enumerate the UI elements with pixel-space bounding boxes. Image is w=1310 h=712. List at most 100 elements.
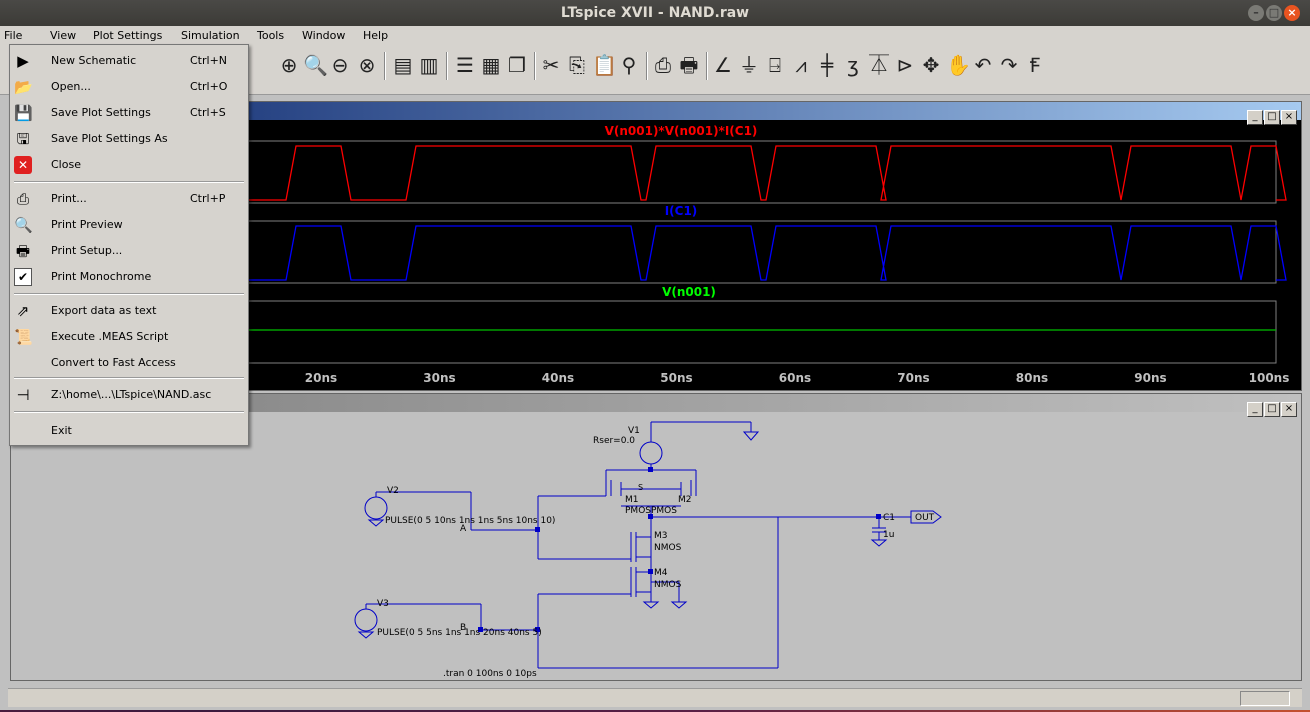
- restore-icon[interactable]: □: [1264, 402, 1280, 417]
- close-icon[interactable]: ×: [1281, 402, 1297, 417]
- node-a-label[interactable]: A: [460, 524, 467, 534]
- x-tick-label: 90ns: [1134, 371, 1166, 385]
- menu-item-close[interactable]: ✕ Close: [10, 155, 248, 175]
- m1-label[interactable]: M1: [625, 495, 639, 505]
- menu-plot-settings[interactable]: Plot Settings: [93, 29, 163, 42]
- v2-label[interactable]: V2: [387, 486, 399, 496]
- menu-item-print-preview[interactable]: 🔍 Print Preview: [14, 216, 123, 234]
- node-s-label: S: [638, 483, 643, 492]
- tile-horizontal-icon[interactable]: ☰: [456, 53, 474, 77]
- zoom-in-icon[interactable]: ⊕: [280, 53, 298, 77]
- trace-current[interactable]: [11, 225, 1287, 281]
- out-label[interactable]: OUT: [915, 513, 935, 523]
- wire-icon[interactable]: ∠: [714, 53, 732, 77]
- diode-icon[interactable]: ⏄: [869, 53, 889, 77]
- minimize-icon[interactable]: –: [1248, 5, 1264, 21]
- menu-separator: [14, 181, 244, 183]
- v3-label[interactable]: V3: [377, 599, 389, 609]
- inductor-icon[interactable]: ʒ: [847, 53, 859, 77]
- nmos-label-m3[interactable]: NMOS: [654, 543, 682, 553]
- menu-item-print-setup[interactable]: 🖶 Print Setup...: [15, 242, 123, 260]
- pmos-label[interactable]: PMOSPMOS: [625, 506, 677, 516]
- plot-area[interactable]: V(n001)*V(n001)*I(C1) I(C1) V(n001) 20ns…: [11, 120, 1301, 390]
- trace-label-3[interactable]: V(n001): [662, 285, 716, 299]
- c1-value[interactable]: 1u: [883, 530, 894, 540]
- capacitor-icon[interactable]: ╪: [820, 53, 834, 77]
- close-icon[interactable]: ×: [1281, 110, 1297, 125]
- plot-window-caption[interactable]: _□×: [11, 102, 1301, 125]
- node-b-label[interactable]: B: [460, 623, 466, 633]
- menu-item-print-monochrome[interactable]: ✔ Print Monochrome: [10, 267, 248, 287]
- menu-separator: [14, 293, 244, 295]
- close-window-icon[interactable]: ×: [1284, 5, 1300, 21]
- open-folder-icon: 📂: [14, 78, 33, 96]
- checkbox-icon: ✔: [14, 268, 32, 286]
- tran-directive[interactable]: .tran 0 100ns 0 10ps: [443, 669, 537, 679]
- m4-label[interactable]: M4: [654, 568, 668, 578]
- menu-file[interactable]: File: [4, 29, 23, 42]
- copy-icon[interactable]: ⎘: [569, 53, 585, 77]
- v2-value[interactable]: PULSE(0 5 10ns 1ns 1ns 5ns 10ns 10): [385, 516, 555, 526]
- menu-help[interactable]: Help: [363, 29, 389, 42]
- trace-label-1[interactable]: V(n001)*V(n001)*I(C1): [605, 124, 758, 138]
- v1-rser[interactable]: Rser=0.0: [593, 436, 635, 446]
- menu-item-exit[interactable]: Exit: [51, 424, 72, 437]
- maximize-icon[interactable]: □: [1266, 5, 1282, 21]
- m2-label[interactable]: M2: [678, 495, 692, 505]
- save-as-icon: 🖫: [16, 130, 30, 148]
- fit-icon[interactable]: ▥: [419, 53, 439, 77]
- component-icon[interactable]: ⊳: [896, 53, 914, 77]
- schematic-window-caption[interactable]: _□×: [11, 394, 1301, 417]
- menu-separator: [14, 411, 244, 413]
- schematic-canvas[interactable]: V1 Rser=0.0 S M1 M2 PMOSPMOS M3 NMOS M4 …: [11, 412, 1301, 680]
- zoom-out-icon[interactable]: ⊖: [331, 53, 349, 77]
- trace-power[interactable]: [11, 145, 1287, 201]
- menu-item-save-plot-settings-as[interactable]: 🖫 Save Plot Settings As: [10, 129, 248, 149]
- tile-vertical-icon[interactable]: ▦: [481, 53, 501, 77]
- x-tick-label: 70ns: [897, 371, 929, 385]
- text-icon[interactable]: Ꞙ: [1029, 53, 1041, 77]
- x-tick-label: 30ns: [423, 371, 455, 385]
- print-setup-toolbar-icon[interactable]: 🖶: [679, 53, 699, 77]
- trace-label-2[interactable]: I(C1): [665, 204, 698, 218]
- v2-source[interactable]: [364, 496, 388, 520]
- find-icon[interactable]: ⚲: [621, 53, 637, 77]
- zoom-cancel-icon[interactable]: ⊗: [358, 53, 376, 77]
- minimize-icon[interactable]: _: [1247, 110, 1263, 125]
- v3-source[interactable]: [354, 608, 378, 632]
- menu-item-recent-file[interactable]: ⊣ Z:\home\...\LTspice\NAND.asc: [10, 385, 248, 405]
- label-net-icon[interactable]: ⍈: [769, 53, 781, 77]
- resistor-icon[interactable]: ⩘: [795, 53, 807, 77]
- c1-label[interactable]: C1: [883, 513, 895, 523]
- menu-tools[interactable]: Tools: [257, 29, 285, 42]
- cut-icon[interactable]: ✂: [542, 53, 560, 77]
- print-icon[interactable]: ⎙: [655, 53, 671, 77]
- menu-item-save-plot-settings[interactable]: 💾 Save Plot Settings Ctrl+S: [14, 104, 226, 122]
- v1-label[interactable]: V1: [628, 426, 640, 436]
- undo-icon[interactable]: ↶: [974, 53, 992, 77]
- cascade-icon[interactable]: ❐: [508, 53, 526, 77]
- paste-icon[interactable]: 📋: [592, 53, 617, 77]
- menu-item-convert-fast-access[interactable]: Convert to Fast Access: [51, 356, 176, 369]
- redo-icon[interactable]: ↷: [1000, 53, 1018, 77]
- title-bar[interactable]: LTspice XVII - NAND.raw – □ ×: [0, 0, 1310, 26]
- menu-simulation[interactable]: Simulation: [181, 29, 240, 42]
- menu-item-export-data[interactable]: ⇗ Export data as text: [10, 301, 248, 321]
- ground-icon[interactable]: ⏚: [739, 53, 759, 77]
- restore-icon[interactable]: □: [1264, 110, 1280, 125]
- v3-value[interactable]: PULSE(0 5 5ns 1ns 1ns 20ns 40ns 5): [377, 628, 542, 638]
- menu-window[interactable]: Window: [302, 29, 346, 42]
- zoom-rect-icon[interactable]: 🔍: [303, 53, 328, 77]
- menu-view[interactable]: View: [50, 29, 77, 42]
- drag-icon[interactable]: ✋: [946, 53, 971, 77]
- nmos-label-m4[interactable]: NMOS: [654, 580, 682, 590]
- menu-item-print[interactable]: ⎙ Print... Ctrl+P: [10, 189, 248, 209]
- menu-item-execute-meas[interactable]: 📜 Execute .MEAS Script: [14, 328, 169, 346]
- move-icon[interactable]: ✥: [922, 53, 940, 77]
- menu-item-new-schematic[interactable]: ▶ New Schematic Ctrl+N: [10, 51, 248, 71]
- minimize-icon[interactable]: _: [1247, 402, 1263, 417]
- v1-source[interactable]: [639, 441, 663, 465]
- menu-item-open[interactable]: 📂 Open... Ctrl+O: [14, 78, 228, 96]
- autorange-icon[interactable]: ▤: [393, 53, 413, 77]
- m3-label[interactable]: M3: [654, 531, 668, 541]
